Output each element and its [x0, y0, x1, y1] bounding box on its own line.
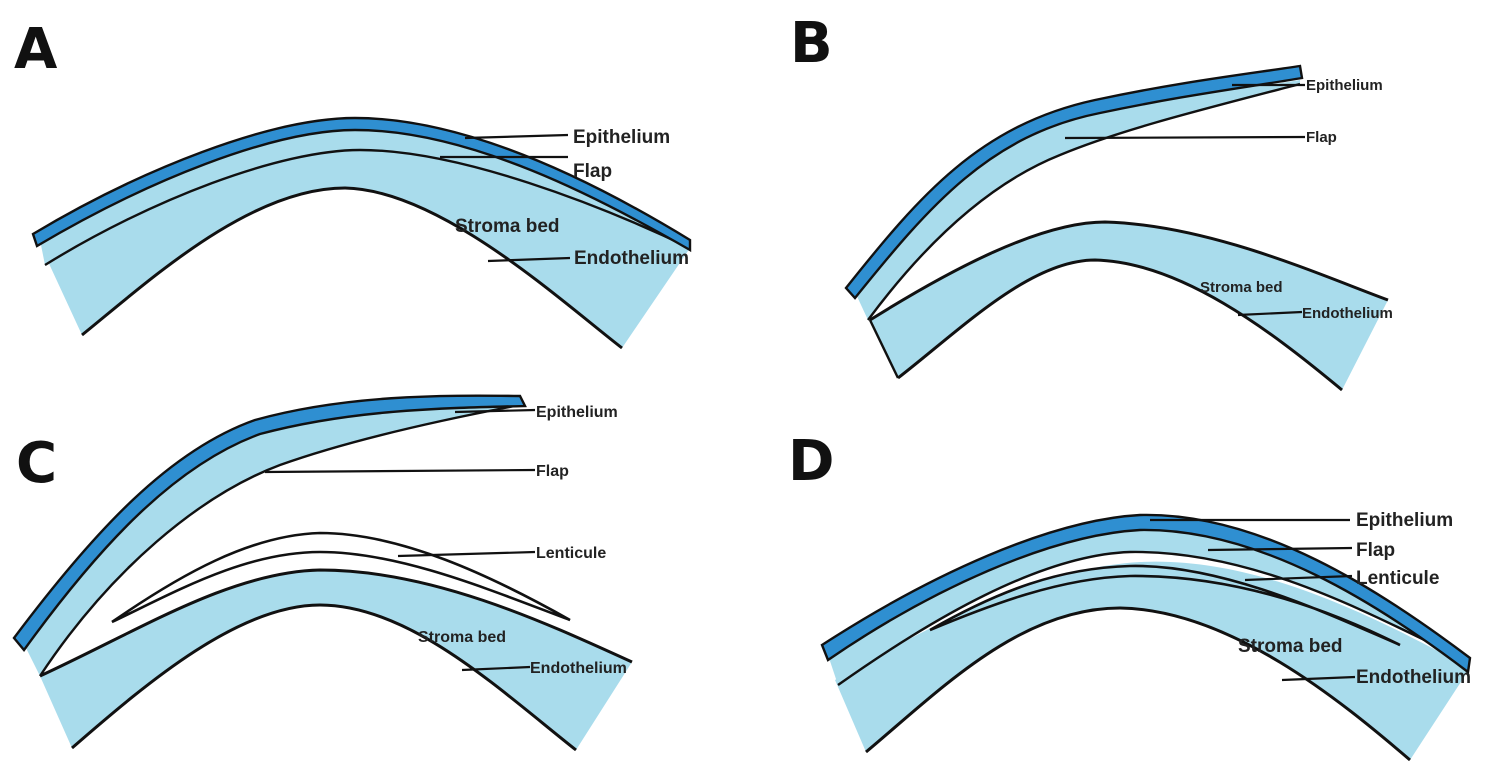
panel-b-endothelium-leader [1237, 310, 1303, 317]
panel-c-flap-leader [264, 468, 536, 474]
panel-b-stroma-bed-label: Stroma bed [1200, 279, 1283, 296]
panel-c-letter: C [16, 431, 57, 496]
panel-c-flap [22, 400, 525, 676]
panel-d-letter: D [788, 429, 834, 494]
panel-b-stroma-top [869, 220, 1389, 322]
panel-a-flap-interface [44, 148, 691, 267]
panel-d-stroma-bed [835, 561, 1470, 760]
panel-a: A Epithelium Flap Stroma bed Endothelium [14, 17, 692, 350]
panel-c-epithelium [12, 394, 527, 652]
panel-d: D Epithelium Flap Lenticule Stroma bed E… [788, 429, 1472, 762]
panel-d-lenticule-leader [1244, 574, 1353, 582]
panel-d-flap-leader [1207, 546, 1353, 552]
panel-b-flap-label: Flap [1306, 129, 1337, 146]
panel-c: C Epithelium Flap Lenticule Stroma bed E… [12, 394, 633, 752]
panel-c-stroma-top [39, 568, 633, 678]
panel-d-lenticule-label: Lenticule [1356, 568, 1439, 589]
panel-a-endothelium-leader [487, 256, 571, 263]
panel-b-endothelium-label: Endothelium [1302, 305, 1393, 322]
panel-a-epithelium [31, 116, 692, 253]
panel-d-endothelium-label: Endothelium [1356, 667, 1471, 688]
panel-c-endothelium-leader [461, 665, 531, 672]
panel-b-stroma-bottom [897, 258, 1343, 392]
panel-a-flap-label: Flap [573, 161, 612, 182]
panel-a-epithelium-label: Epithelium [573, 127, 670, 148]
panel-c-lenticule-leader [397, 550, 536, 558]
panel-d-flap-interface [837, 550, 1471, 686]
panel-b-flap-interface [867, 82, 1301, 321]
panel-a-letter: A [14, 17, 58, 82]
panel-d-endothelium-leader [1281, 675, 1356, 682]
panel-d-epithelium-label: Epithelium [1356, 510, 1453, 531]
panel-b-stroma-bed [870, 222, 1388, 390]
panel-b-flap-leader [1064, 135, 1306, 140]
panel-a-endothelium-label: Endothelium [574, 248, 689, 269]
panel-d-epithelium [820, 513, 1472, 675]
panel-d-stroma-bed-label: Stroma bed [1238, 636, 1343, 657]
panel-b-epithelium-label: Epithelium [1306, 77, 1383, 94]
panel-b-flap [855, 80, 1300, 320]
panel-b-letter: B [790, 11, 833, 76]
panel-c-flap-interface [38, 402, 526, 677]
panel-c-stroma-bed-label: Stroma bed [418, 629, 506, 646]
panel-a-posterior-surface [81, 186, 623, 350]
panel-b-epithelium [844, 64, 1304, 300]
panel-b: B Epithelium Flap Stroma bed Endothelium [790, 11, 1393, 392]
panel-c-epithelium-leader [454, 408, 536, 414]
panel-a-flap [40, 130, 690, 265]
panel-d-posterior-surface [865, 606, 1411, 762]
panel-a-stroma-bed [45, 150, 690, 348]
panel-c-stroma-bottom [71, 603, 577, 752]
panel-c-lenticule-label: Lenticule [536, 545, 606, 562]
panel-a-stroma-bed-label: Stroma bed [455, 216, 560, 237]
panel-c-stroma-bed [40, 570, 632, 750]
panel-d-lenticule [929, 564, 1401, 647]
panel-c-flap-label: Flap [536, 463, 569, 480]
panel-a-epithelium-leader [464, 133, 569, 140]
panel-b-stroma-left-edge [868, 319, 900, 379]
panel-c-lenticule [111, 531, 571, 624]
panel-c-endothelium-label: Endothelium [530, 660, 627, 677]
panel-d-flap-label: Flap [1356, 540, 1395, 561]
panel-c-epithelium-label: Epithelium [536, 404, 618, 421]
